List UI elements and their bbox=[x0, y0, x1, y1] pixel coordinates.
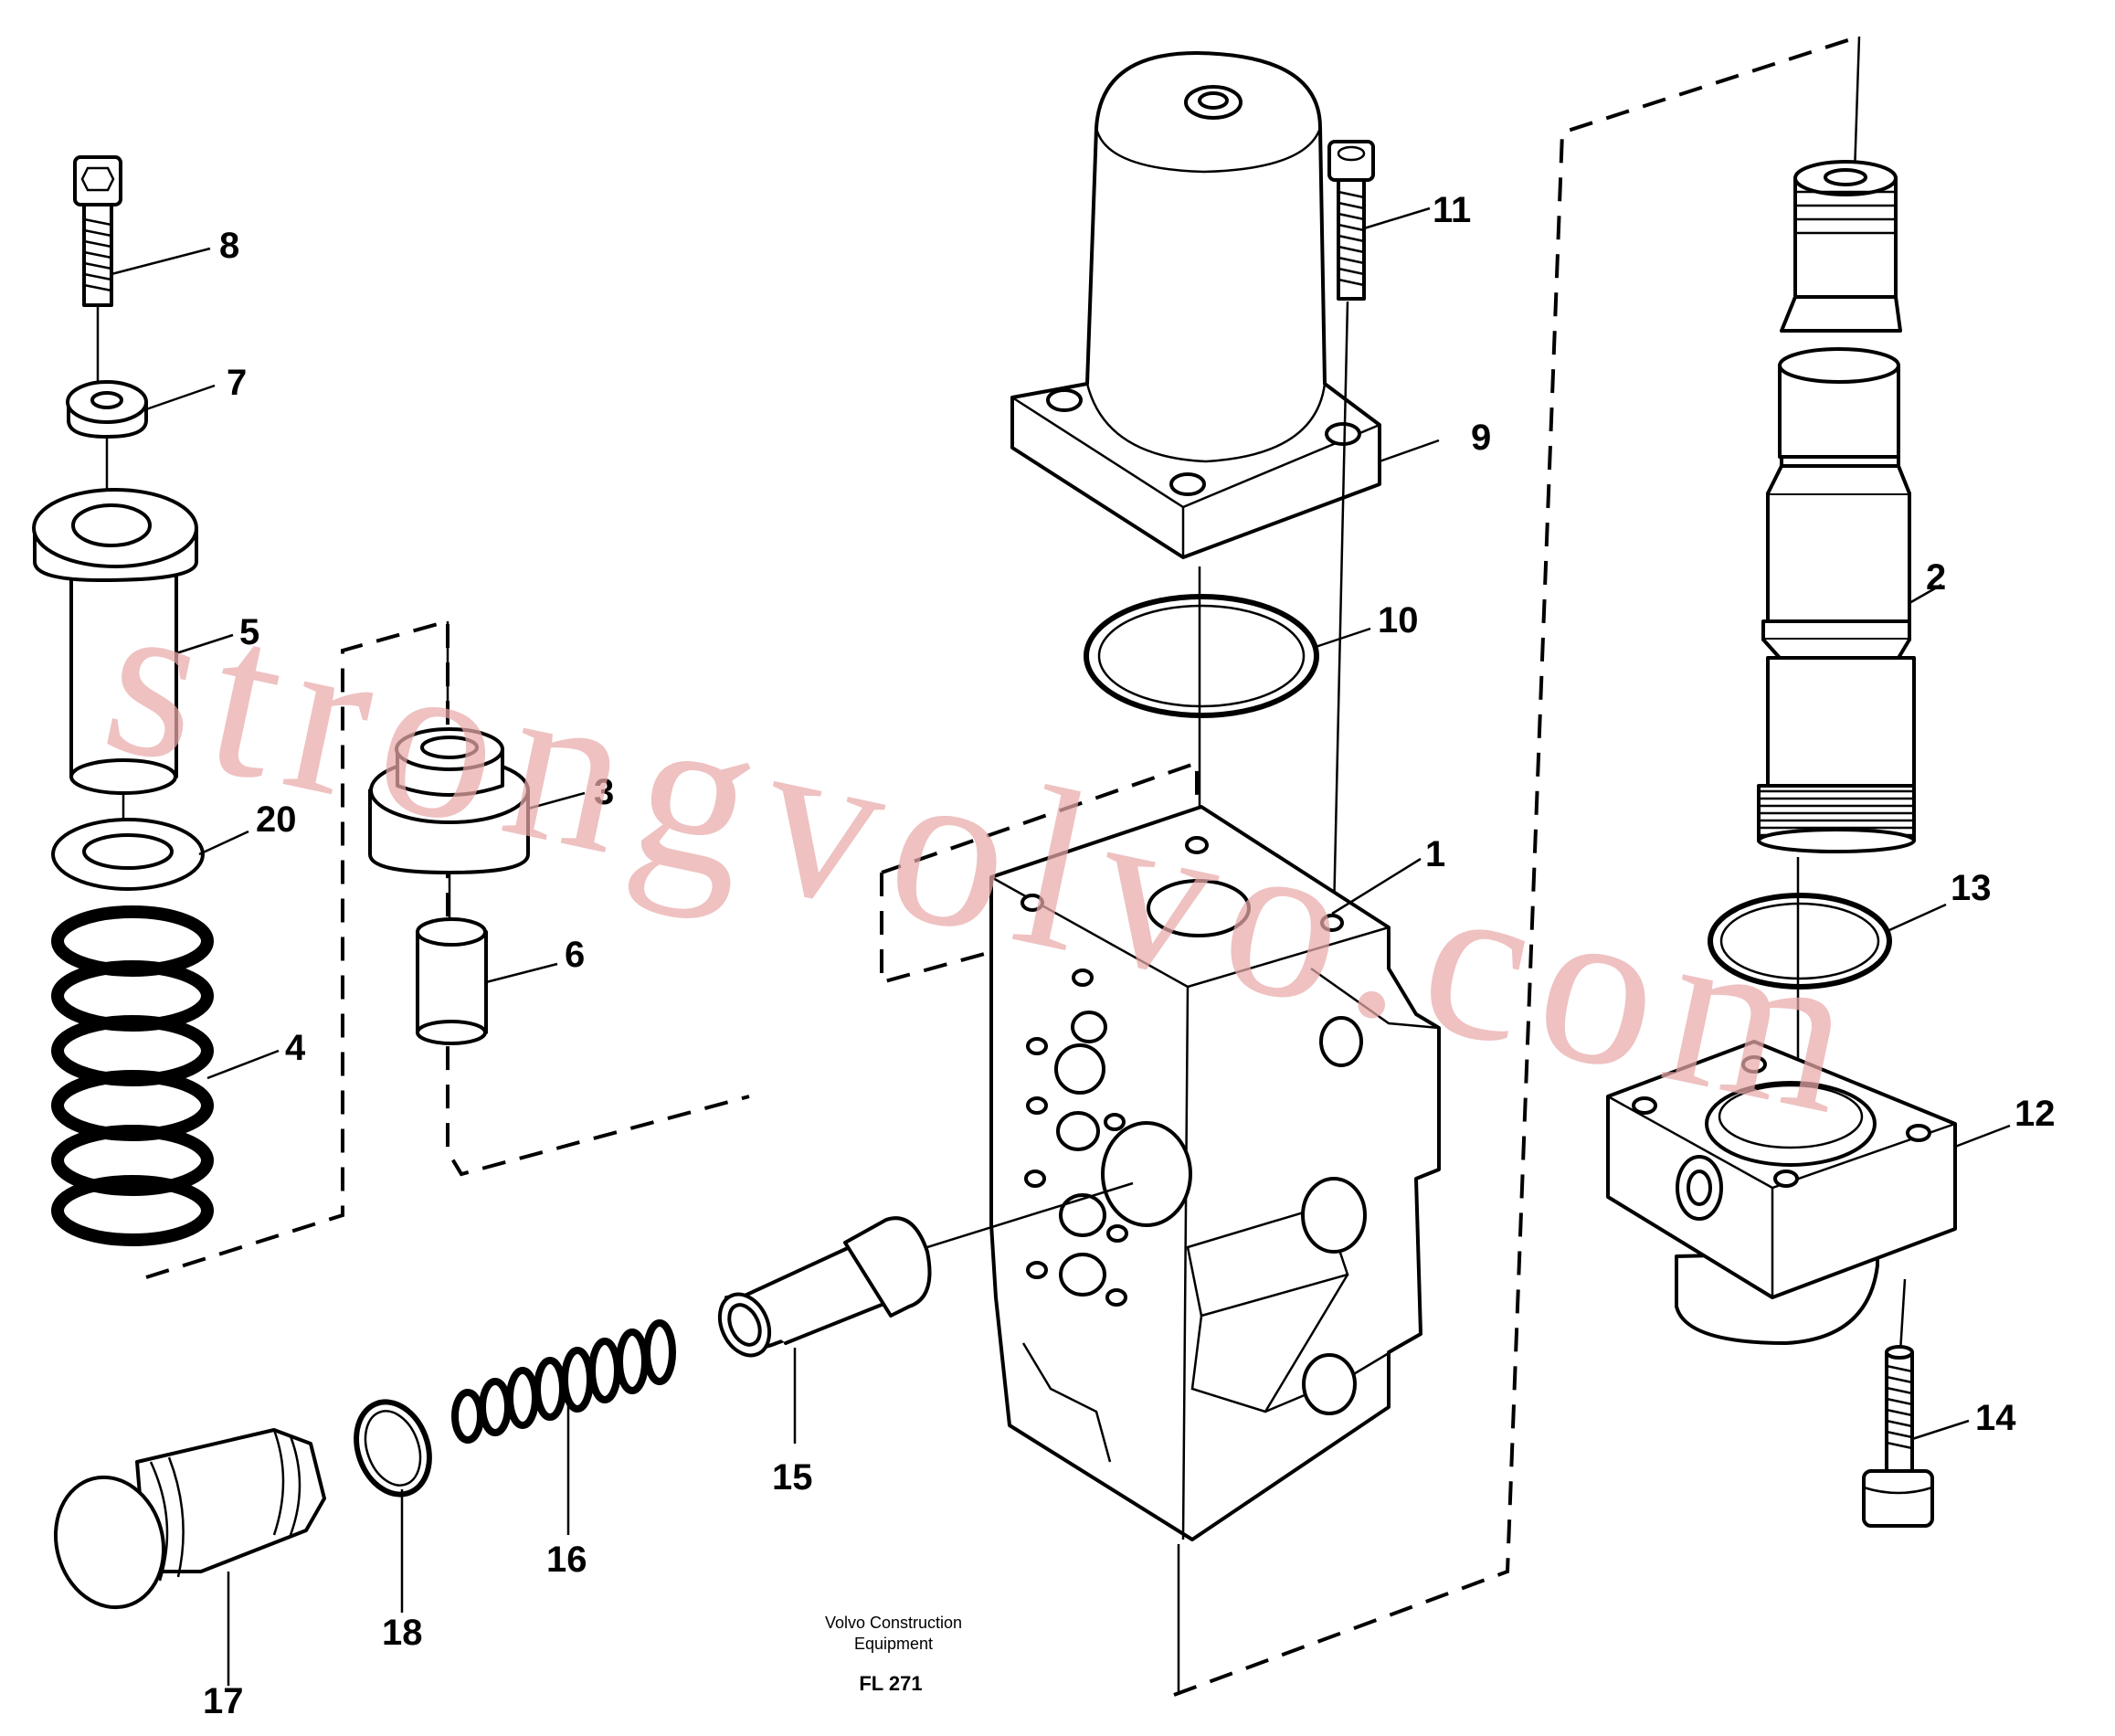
part-5-sleeve bbox=[32, 488, 198, 795]
part-20-shim-ring bbox=[51, 818, 205, 891]
part-13-o-ring bbox=[1708, 893, 1892, 990]
callout-1: 1 bbox=[1425, 834, 1445, 874]
part-14-cap-screw bbox=[1862, 1345, 1934, 1528]
part-7-washer bbox=[66, 380, 148, 439]
callout-11: 11 bbox=[1433, 190, 1471, 230]
part-10-o-ring bbox=[1084, 594, 1319, 718]
callout-3: 3 bbox=[594, 772, 614, 812]
caption-line-1: Volvo Construction bbox=[825, 1614, 962, 1632]
callout-8: 8 bbox=[219, 226, 239, 266]
callout-9: 9 bbox=[1471, 418, 1491, 458]
part-2-threaded-spool bbox=[1757, 36, 1916, 853]
callout-10: 10 bbox=[1378, 600, 1419, 640]
part-17-plug bbox=[53, 1428, 326, 1610]
figure-code: FL 271 bbox=[859, 1672, 922, 1695]
callout-18: 18 bbox=[382, 1613, 423, 1653]
callout-17: 17 bbox=[203, 1681, 244, 1721]
part-4-coil-spring bbox=[51, 905, 214, 1246]
part-11-cap-screw bbox=[1327, 140, 1375, 301]
dashed-boundary-left-group bbox=[145, 619, 750, 1279]
part-8-cap-screw bbox=[73, 155, 122, 307]
part-18-o-ring bbox=[354, 1399, 432, 1498]
dashed-boundary-right bbox=[1173, 35, 1860, 1697]
part-15-bushing bbox=[717, 1216, 932, 1358]
part-9-cover-cap bbox=[1010, 51, 1381, 559]
part-3-stepped-collar bbox=[368, 621, 530, 874]
watermark-text: strongvolvo.com bbox=[87, 546, 1888, 1166]
callout-6: 6 bbox=[565, 935, 585, 975]
part-12-square-flange bbox=[1606, 1040, 1957, 1345]
callout-4: 4 bbox=[285, 1028, 306, 1068]
callout-7: 7 bbox=[227, 363, 247, 403]
callout-2: 2 bbox=[1926, 557, 1946, 598]
callout-20: 20 bbox=[256, 799, 297, 840]
part-6-pin bbox=[416, 917, 488, 1045]
callout-12: 12 bbox=[2015, 1094, 2056, 1134]
callout-14: 14 bbox=[1975, 1398, 2016, 1438]
callout-5: 5 bbox=[239, 612, 259, 652]
part-1-valve-housing bbox=[989, 805, 1441, 1541]
callout-13: 13 bbox=[1951, 868, 1992, 908]
callout-16: 16 bbox=[546, 1540, 587, 1580]
caption-line-2: Equipment bbox=[854, 1635, 933, 1653]
callout-15: 15 bbox=[772, 1457, 813, 1498]
part-16-small-spring bbox=[451, 1319, 676, 1444]
